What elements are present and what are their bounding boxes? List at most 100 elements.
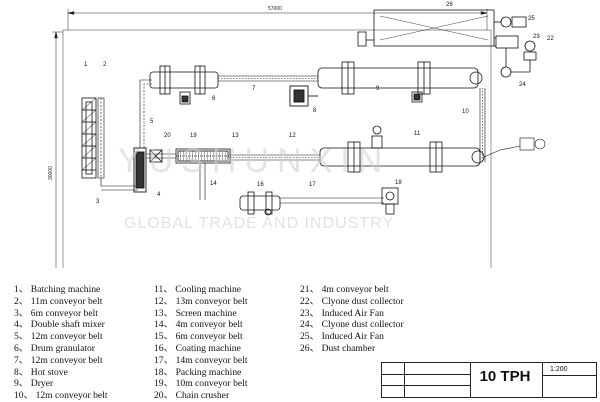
cooling-machine (319, 125, 485, 173)
legend-number: 22、 (300, 295, 320, 307)
legend-number: 8、 (14, 366, 29, 378)
callout-number: 19 (190, 133, 197, 139)
legend-number: 17、 (154, 354, 174, 366)
legend-label: Cooling machine (172, 284, 242, 295)
legend-number: 2、 (14, 295, 29, 307)
legend-number: 23、 (300, 307, 320, 319)
legend-number: 21、 (300, 284, 320, 295)
capacity-label: 10 TPH (479, 368, 531, 385)
legend-label: Coating machine (173, 342, 241, 354)
legend-number: 12、 (154, 295, 174, 307)
callout-number: 16 (257, 182, 264, 188)
legend-number: 9、 (14, 378, 29, 390)
conveyor-belt-12 (230, 154, 320, 161)
legend-number: 4、 (14, 319, 29, 331)
coating-machine (239, 191, 281, 216)
legend-label: Dust chamber (319, 342, 376, 354)
conveyor-belt-3 (100, 178, 138, 191)
callout-number: 20 (164, 133, 171, 139)
legend-label: Induced Air Fan (319, 331, 384, 343)
callout-number: 6 (212, 96, 216, 102)
legend-label: 6m conveyor belt (173, 331, 243, 343)
legend-item: 4、 Double shaft mixer (14, 319, 108, 331)
legend-number: 1、 (14, 284, 29, 295)
legend-label: 13m conveyor belt (173, 295, 248, 307)
length-dimension (67, 9, 488, 30)
exhaust-duct (483, 137, 546, 158)
legend-item: 11、 Cooling machine (154, 284, 248, 296)
callout-number: 1 (84, 62, 88, 68)
legend-label: Chain crusher (173, 390, 230, 402)
callout-number: 13 (232, 133, 239, 139)
scale-label: 1:200 (550, 366, 568, 373)
legend-item: 17、 14m conveyor belt (154, 355, 248, 367)
title-block-divider (382, 374, 470, 375)
legend-item: 21、 4m conveyor belt (300, 284, 404, 296)
induced-air-fan-23 (523, 40, 537, 61)
legend-number: 5、 (14, 331, 29, 343)
legend-number: 16、 (154, 342, 174, 354)
conveyor-belt-2 (97, 97, 105, 179)
legend-item: 14、 4m conveyor belt (154, 319, 248, 331)
legend-number: 18、 (154, 366, 174, 378)
callout-number: 25 (528, 16, 535, 22)
legend-label: 10m conveyor belt (173, 378, 248, 390)
legend-label: Batching machine (28, 284, 101, 295)
legend-label: 12m conveyor belt (28, 331, 103, 343)
legend-item: 5、 12m conveyor belt (14, 331, 108, 343)
legend-label: 4m conveyor belt (173, 319, 243, 331)
callout-number: 18 (395, 180, 402, 186)
legend-item: 16、 Coating machine (154, 343, 248, 355)
legend-label: Induced Air Fan (319, 307, 384, 319)
legend-label: Screen machine (173, 307, 237, 319)
watermark-tagline: GLOBAL TRADE AND INDUSTRY (124, 215, 394, 232)
layout-drawing: 57000 30000 (48, 2, 554, 268)
cyclone-dust-collector-22 (494, 35, 519, 49)
width-dimension (52, 31, 63, 268)
legend-item: 7、 12m conveyor belt (14, 355, 108, 367)
legend-item: 22、 Clyone dust collector (300, 296, 404, 308)
watermark-brand: YUSHUNXIN (118, 142, 390, 180)
legend-item: 24、 Clyone dust collector (300, 319, 404, 331)
legend-item: 26、 Dust chamber (300, 343, 404, 355)
site-boundary (62, 29, 492, 268)
legend-item: 20、 Chain crusher (154, 390, 248, 402)
hot-stove (289, 85, 318, 107)
callout-number: 11 (414, 131, 421, 137)
conveyor-belt-19 (146, 153, 176, 159)
title-block-divider (542, 363, 543, 397)
title-block: 10 TPH 1:200 (381, 362, 597, 398)
dust-chamber (357, 9, 495, 47)
legend-label: 12m conveyor belt (33, 390, 108, 402)
screen-machine (175, 148, 231, 164)
legend-label: Drum granulator (28, 342, 95, 354)
legend-label: 12m conveyor belt (28, 354, 103, 366)
legend-number: 13、 (154, 307, 174, 319)
induced-air-fan-25 (494, 16, 527, 28)
legend-item: 10、 12m conveyor belt (14, 390, 108, 402)
legend-item: 13、 Screen machine (154, 308, 248, 320)
legend-item: 6、 Drum granulator (14, 343, 108, 355)
legend-number: 15、 (154, 331, 174, 343)
callout-number: 9 (376, 86, 380, 92)
legend-item: 8、 Hot stove (14, 367, 108, 379)
conveyor-belt-5 (139, 79, 152, 148)
legend-number: 6、 (14, 342, 29, 354)
title-block-divider (542, 375, 596, 376)
callout-number: 8 (313, 108, 317, 114)
cyclone-dust-collector-24 (500, 48, 531, 78)
legend-label: 6m conveyor belt (28, 307, 98, 319)
conveyor-belt-10 (479, 88, 486, 162)
legend-item: 15、 6m conveyor belt (154, 331, 248, 343)
length-dimension-label: 57000 (268, 6, 282, 12)
callout-number: 5 (150, 119, 154, 125)
legend-item: 19、 10m conveyor belt (154, 378, 248, 390)
callout-number: 17 (309, 182, 316, 188)
title-block-divider (404, 363, 405, 397)
width-dimension-label: 30000 (48, 166, 54, 180)
packing-machine (381, 187, 399, 215)
title-block-divider (382, 385, 470, 386)
conveyor-belt-7 (218, 75, 318, 82)
legend-number: 20、 (154, 390, 174, 402)
